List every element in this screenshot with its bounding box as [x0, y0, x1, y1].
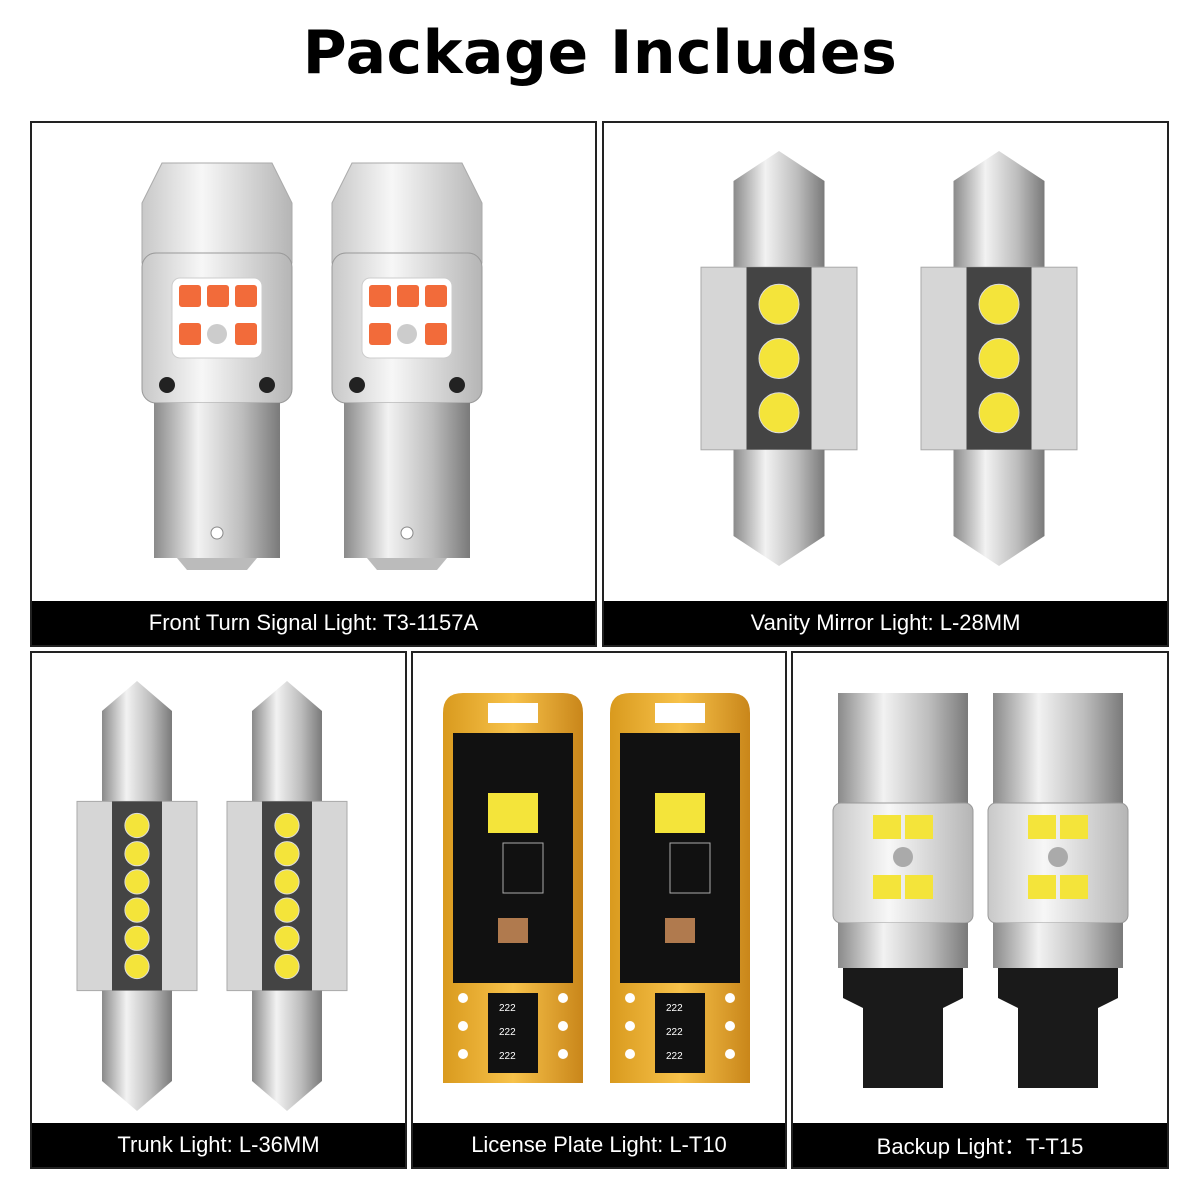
bulb-1157-image: [141, 162, 483, 570]
bulb-t15-image: [832, 693, 1129, 1088]
svg-text:222: 222: [666, 1027, 683, 1038]
page-title: Package Includes: [302, 18, 898, 88]
svg-text:222: 222: [499, 1003, 516, 1014]
product-panel-license-plate: 222 222 222 222 222 222 License Plate Light:…: [411, 651, 787, 1169]
bulb-t10-image: 222 222 222 222 222 222: [443, 693, 750, 1083]
product-label: Vanity Mirror Light: L-28MM: [604, 601, 1167, 645]
bulb-festoon: [226, 681, 348, 1111]
svg-text:222: 222: [666, 1003, 683, 1014]
bulb-festoon: [920, 151, 1078, 566]
bulb-t10: 222 222 222: [610, 693, 750, 1083]
bulb-festoon: [76, 681, 198, 1111]
product-label: Trunk Light: L-36MM: [32, 1123, 405, 1167]
bulb-t15: [832, 693, 974, 1088]
product-label: License Plate Light: L-T10: [413, 1123, 785, 1167]
product-label: Front Turn Signal Light: T3-1157A: [32, 601, 595, 645]
bulb-1157: [141, 162, 293, 570]
product-panel-vanity-mirror: Vanity Mirror Light: L-28MM: [602, 121, 1169, 647]
product-panel-front-turn-signal: Front Turn Signal Light: T3-1157A: [30, 121, 597, 647]
bulb-1157: [331, 162, 483, 570]
svg-text:222: 222: [666, 1051, 683, 1062]
bulb-festoon-28mm-image: [700, 151, 1078, 566]
bulb-t10: 222 222 222: [443, 693, 583, 1083]
svg-text:222: 222: [499, 1027, 516, 1038]
svg-text:222: 222: [499, 1051, 516, 1062]
bulb-t15: [987, 693, 1129, 1088]
bulb-festoon-36mm-image: [76, 681, 348, 1111]
product-label: Backup Light：T-T15: [793, 1123, 1167, 1167]
product-panel-backup: Backup Light：T-T15: [791, 651, 1169, 1169]
product-panel-trunk: Trunk Light: L-36MM: [30, 651, 407, 1169]
bulb-festoon: [700, 151, 858, 566]
